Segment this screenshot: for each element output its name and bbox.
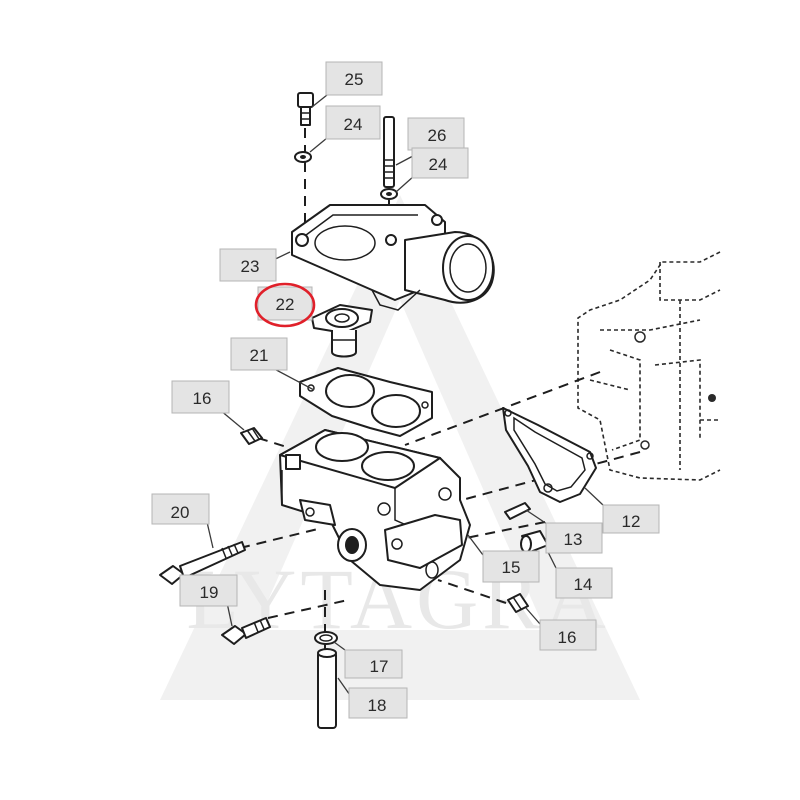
stud-26 <box>383 116 395 188</box>
washer-24-lower <box>380 188 398 200</box>
callout-17: 17 <box>344 649 403 679</box>
callout-15: 15 <box>482 550 540 583</box>
callout-15-label: 15 <box>502 558 521 577</box>
bolt-20 <box>159 541 246 585</box>
thermostat-base-15 <box>279 429 471 591</box>
callout-21: 21 <box>230 337 288 371</box>
thermostat-22 <box>311 304 373 358</box>
thermostat-housing-23 <box>291 204 495 311</box>
bolt-25 <box>297 92 314 126</box>
callout-16-upper: 16 <box>171 380 230 414</box>
pin-13 <box>504 502 531 520</box>
callout-22: 22 <box>257 286 313 321</box>
callout-25: 25 <box>325 61 383 96</box>
gasket-21 <box>299 367 433 437</box>
callout-18-label: 18 <box>368 696 387 715</box>
callout-23: 23 <box>219 248 277 282</box>
highlight-circle <box>254 282 316 328</box>
callout-24-upper-label: 24 <box>344 115 363 134</box>
callout-26: 26 <box>407 117 465 151</box>
callout-22-label: 22 <box>276 295 295 314</box>
callout-16-lower-label: 16 <box>558 628 577 647</box>
callout-19-label: 19 <box>200 583 219 602</box>
callout-16-lower: 16 <box>539 619 597 651</box>
callout-14-label: 14 <box>574 575 593 594</box>
engine-block <box>577 251 721 481</box>
plug-16-upper <box>240 427 263 445</box>
callout-12: 12 <box>602 504 660 534</box>
callout-13-label: 13 <box>564 530 583 549</box>
washer-24-upper <box>294 151 312 163</box>
tube-18 <box>317 648 337 729</box>
callout-14: 14 <box>555 567 613 599</box>
o-ring-17 <box>314 631 338 645</box>
callout-18: 18 <box>348 687 408 719</box>
callout-16-upper-label: 16 <box>193 389 212 408</box>
callout-13: 13 <box>545 522 603 554</box>
callout-24-lower-label: 24 <box>429 155 448 174</box>
plug-16-lower <box>507 593 529 613</box>
callout-23-label: 23 <box>241 257 260 276</box>
callout-26-label: 26 <box>428 126 447 145</box>
gasket-12 <box>502 407 597 503</box>
callout-25-label: 25 <box>345 70 364 89</box>
callout-24-upper: 24 <box>325 105 381 140</box>
bolt-19 <box>221 617 271 645</box>
callout-24-lower: 24 <box>411 147 469 179</box>
callout-20-label: 20 <box>171 503 190 522</box>
callout-20: 20 <box>151 493 210 525</box>
callout-19: 19 <box>179 574 238 607</box>
callout-12-label: 12 <box>622 512 641 531</box>
callout-17-label: 17 <box>370 657 389 676</box>
callout-21-label: 21 <box>250 346 269 365</box>
